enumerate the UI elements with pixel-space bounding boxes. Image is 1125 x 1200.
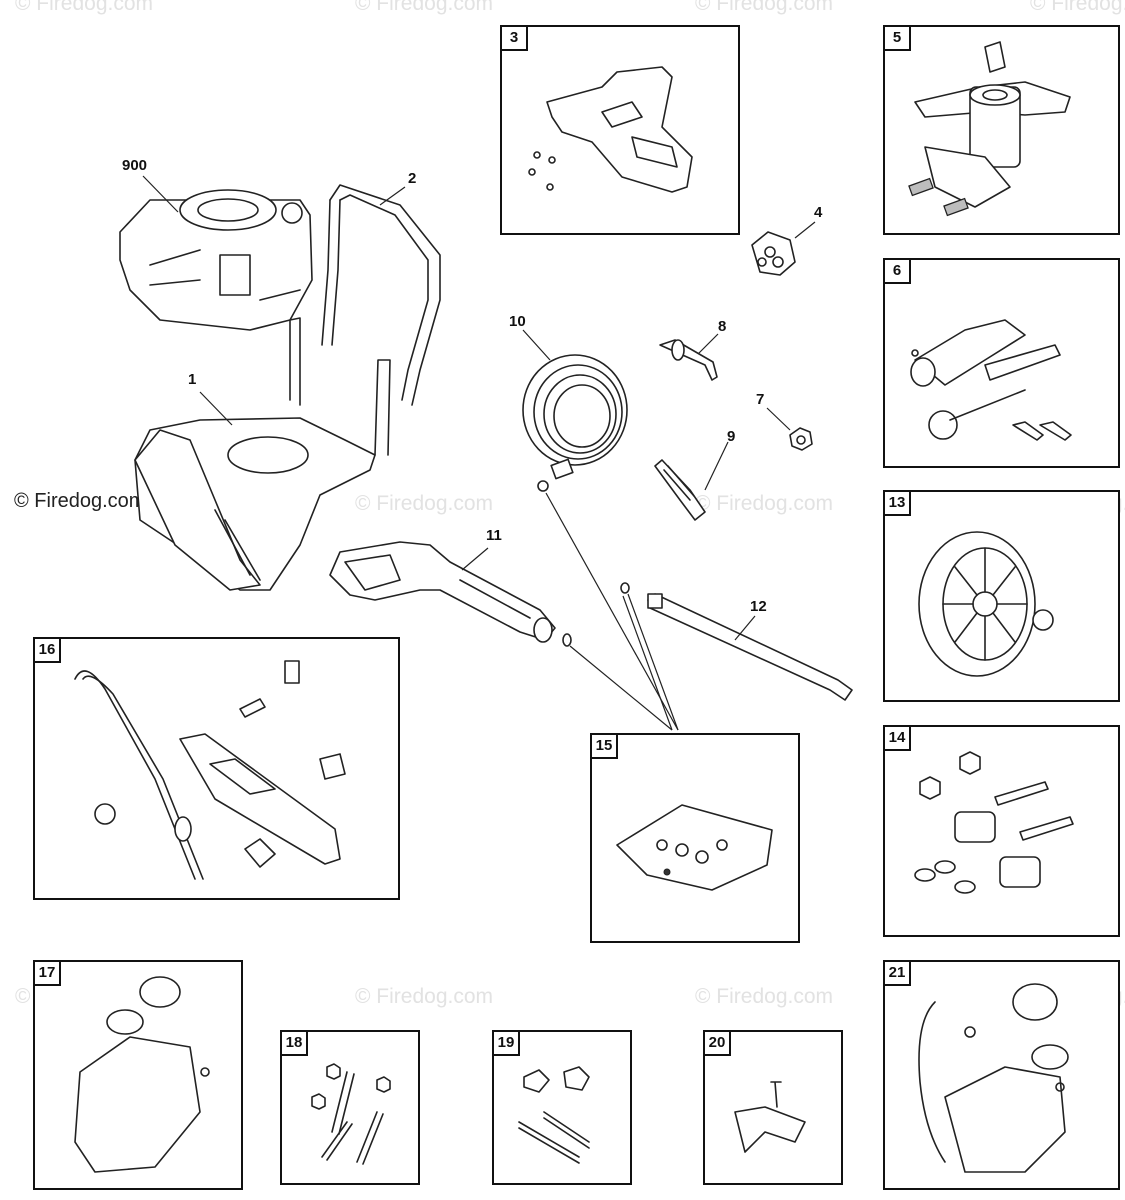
adapter-part: [659, 339, 718, 381]
watermark: © Firedog.com: [1030, 0, 1125, 15]
callout-8: 8: [718, 318, 727, 335]
callout-11: 11: [486, 527, 502, 544]
callout-900: 900: [122, 157, 148, 174]
leader-lines: [142, 175, 816, 731]
watermark-main: © Firedog.com: [14, 490, 146, 512]
box-14-hardware: 14: [883, 725, 1120, 937]
box-3-frame-kit: 3: [500, 25, 740, 235]
engine-part: [119, 189, 313, 331]
box-20-bracket: 20: [703, 1030, 843, 1185]
hose-part: [522, 354, 628, 492]
box-number: 19: [492, 1030, 520, 1056]
box-number: 17: [33, 960, 61, 986]
box-18-bolt-kit: 18: [280, 1030, 420, 1185]
box-number: 15: [590, 733, 618, 759]
box-number: 6: [883, 258, 911, 284]
callout-1: 1: [188, 371, 197, 388]
nut-part: [789, 427, 813, 451]
strap-part: [654, 459, 706, 521]
callout-9: 9: [727, 428, 736, 445]
watermark: © Firedog.com: [695, 492, 834, 515]
box-5-pump: 5: [883, 25, 1120, 235]
box-number: 20: [703, 1030, 731, 1056]
box-13-wheel: 13: [883, 490, 1120, 702]
wand-part: [620, 582, 853, 701]
box-16-handle-kit: 16: [33, 637, 400, 900]
box-number: 13: [883, 490, 911, 516]
box-number: 14: [883, 725, 911, 751]
box-number: 5: [883, 25, 911, 51]
box-19-knob-kit: 19: [492, 1030, 632, 1185]
box-number: 3: [500, 25, 528, 51]
watermark: © Firedog.com: [695, 985, 834, 1008]
nozzle-holder-part: [751, 231, 796, 276]
callout-2: 2: [408, 170, 417, 187]
box-15-nozzle-kit: 15: [590, 733, 800, 943]
box-number: 16: [33, 637, 61, 663]
box-number: 18: [280, 1030, 308, 1056]
callout-7: 7: [756, 391, 765, 408]
spray-gun-part: [329, 541, 572, 647]
frame-part: [134, 317, 391, 591]
watermark: © Firedog.com: [355, 985, 494, 1008]
handle-part: [321, 184, 441, 406]
watermark: © Firedog.com: [355, 0, 494, 15]
watermark: © Firedog.com: [355, 492, 494, 515]
box-21-fuel-tank: 21: [883, 960, 1120, 1190]
box-6-manifold: 6: [883, 258, 1120, 468]
watermark: © Firedog.com: [695, 0, 834, 15]
callout-4: 4: [814, 204, 823, 221]
callout-10: 10: [509, 313, 526, 330]
box-17-fuel-tank: 17: [33, 960, 243, 1190]
watermark: © Firedog.com: [15, 0, 154, 15]
callout-12: 12: [750, 598, 767, 615]
box-number: 21: [883, 960, 911, 986]
